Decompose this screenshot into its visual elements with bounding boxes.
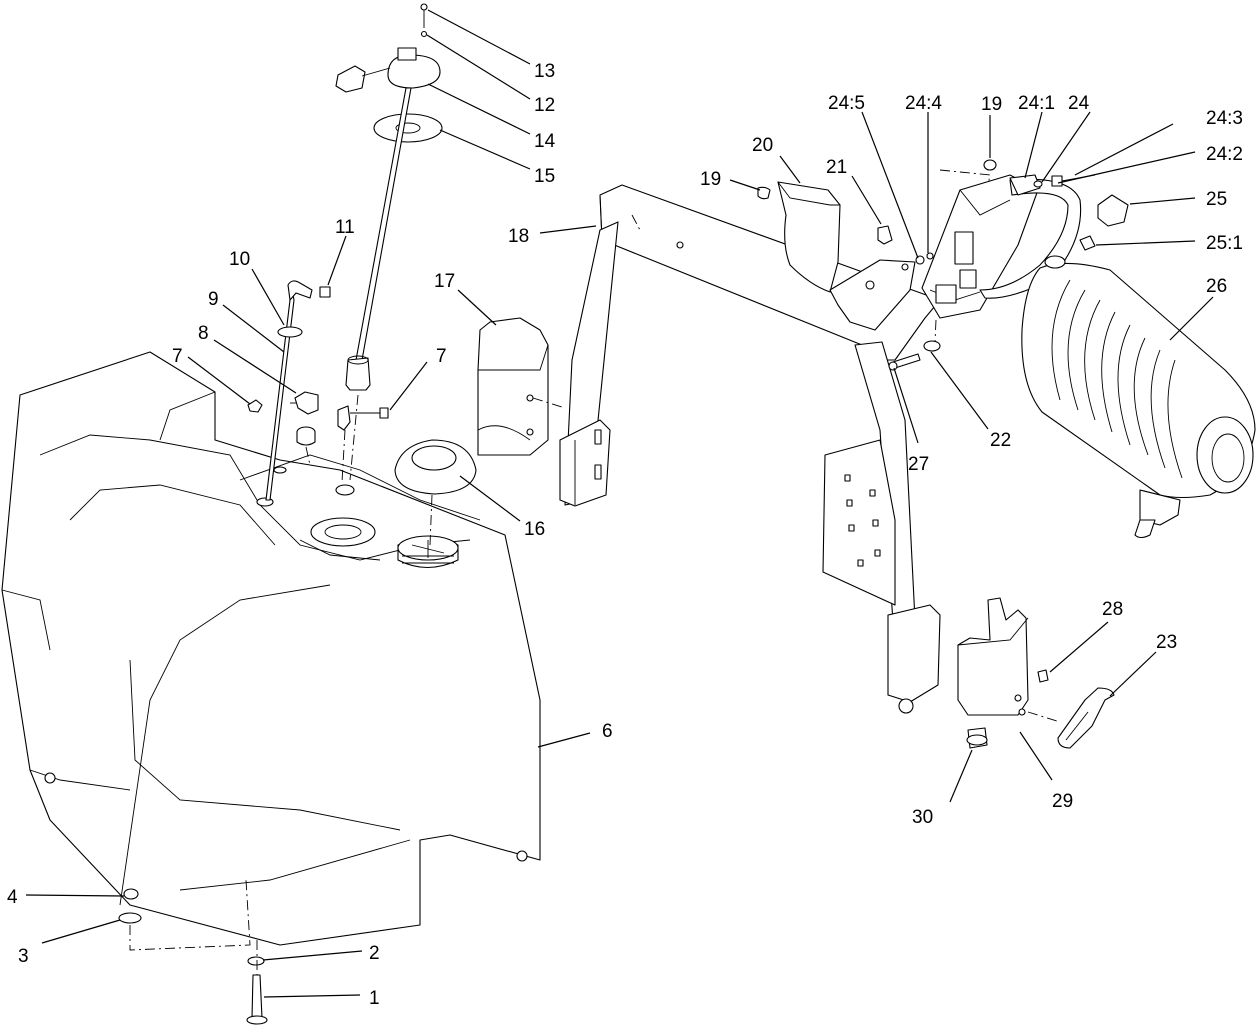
callout-1: 1 [369, 988, 380, 1009]
fittings [247, 280, 389, 501]
callout-27: 27 [908, 454, 929, 475]
callout-2: 2 [369, 943, 380, 964]
fuel-sender [335, 3, 443, 481]
callout-10: 10 [229, 249, 250, 270]
callout-28: 28 [1102, 599, 1123, 620]
callout-13: 13 [534, 61, 555, 82]
callout-20: 20 [752, 135, 773, 156]
mount-hardware [118, 879, 268, 1025]
callout-7-left: 7 [172, 346, 183, 367]
air-cleaner [1021, 255, 1256, 539]
callout-18: 18 [508, 226, 529, 247]
callout-16: 16 [524, 519, 545, 540]
callout-29: 29 [1052, 791, 1073, 812]
callout-17: 17 [434, 271, 455, 292]
callout-22: 22 [990, 430, 1011, 451]
callout-9: 9 [208, 289, 219, 310]
shield-bracket [477, 317, 566, 456]
restriction-indicator [1079, 194, 1129, 251]
fuel-cap [394, 439, 477, 546]
callout-19-left: 19 [700, 169, 721, 190]
callout-15: 15 [534, 166, 555, 187]
callout-24-2: 24:2 [1206, 144, 1243, 165]
callout-14: 14 [534, 131, 556, 152]
callout-23: 23 [1156, 632, 1177, 653]
callout-25-1: 25:1 [1206, 233, 1243, 254]
callout-19-right: 19 [981, 94, 1002, 115]
leader-lines [25, 9, 1214, 998]
callout-26: 26 [1206, 276, 1227, 297]
callout-labels: 1 2 3 4 6 7 7 8 9 10 11 12 13 14 15 16 1… [7, 61, 1243, 1009]
callout-25: 25 [1206, 189, 1227, 210]
callout-12: 12 [534, 95, 555, 116]
latch-bracket [957, 597, 1115, 749]
filler-neck [397, 535, 459, 568]
callout-7-right: 7 [436, 346, 447, 367]
callout-3: 3 [18, 946, 29, 967]
callout-24-5: 24:5 [828, 93, 865, 114]
callout-6: 6 [602, 721, 613, 742]
callout-4: 4 [7, 887, 18, 908]
callout-24-4: 24:4 [905, 93, 942, 114]
air-cleaner-bracket [757, 159, 997, 331]
fuel-tank [1, 351, 541, 946]
callout-30: 30 [912, 807, 933, 828]
callout-24: 24 [1068, 93, 1090, 114]
callout-24-1: 24:1 [1018, 93, 1055, 114]
callout-21: 21 [826, 157, 847, 178]
callout-8: 8 [198, 323, 209, 344]
callout-24-3: 24:3 [1206, 108, 1243, 129]
callout-11: 11 [335, 217, 355, 238]
